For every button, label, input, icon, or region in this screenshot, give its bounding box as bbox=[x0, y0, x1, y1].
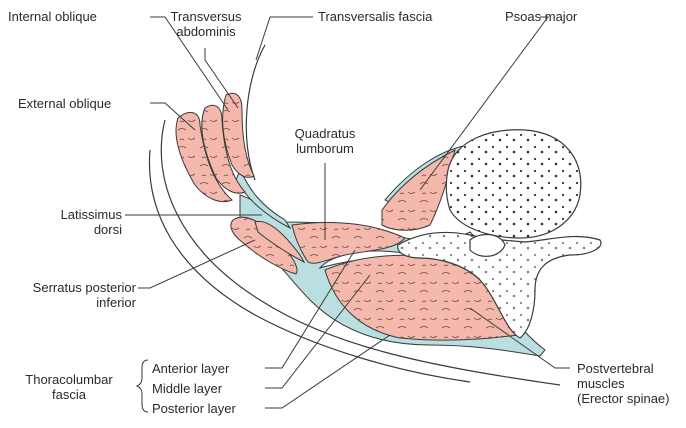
label-thoracolumbar-line2: fascia bbox=[14, 387, 124, 402]
label-postvertebral-line2: muscles bbox=[577, 376, 669, 391]
leader-posterior-layer bbox=[265, 335, 390, 408]
label-serratus-line2: inferior bbox=[4, 295, 136, 310]
label-latissimus-line1: Latissimus bbox=[40, 207, 122, 222]
label-middle-layer: Middle layer bbox=[152, 381, 222, 396]
thoracolumbar-brace bbox=[137, 360, 148, 412]
label-latissimus-dorsi: Latissimus dorsi bbox=[40, 207, 122, 237]
label-transversalis-fascia: Transversalis fascia bbox=[318, 9, 432, 24]
label-thoracolumbar-fascia: Thoracolumbar fascia bbox=[14, 372, 124, 402]
label-postvertebral-line1: Postvertebral bbox=[577, 361, 669, 376]
label-quadratus-line1: Quadratus bbox=[285, 126, 365, 141]
label-anterior-layer: Anterior layer bbox=[152, 361, 229, 376]
label-external-oblique: External oblique bbox=[18, 96, 111, 111]
label-transversus-line1: Transversus bbox=[165, 9, 247, 24]
label-postvertebral-muscles: Postvertebral muscles (Erector spinae) bbox=[577, 361, 669, 406]
label-thoracolumbar-line1: Thoracolumbar bbox=[14, 372, 124, 387]
transversalis-curve bbox=[246, 45, 265, 180]
label-psoas-major: Psoas major bbox=[505, 9, 577, 24]
label-posterior-layer: Posterior layer bbox=[152, 401, 236, 416]
label-quadratus-lumborum: Quadratus lumborum bbox=[285, 126, 365, 156]
label-transversus-abdominis: Transversus abdominis bbox=[165, 9, 247, 39]
leader-transversalis-fascia bbox=[256, 17, 313, 60]
label-latissimus-line2: dorsi bbox=[40, 222, 122, 237]
label-postvertebral-line3: (Erector spinae) bbox=[577, 391, 669, 406]
leader-serratus bbox=[138, 240, 255, 288]
label-quadratus-line2: lumborum bbox=[285, 141, 365, 156]
label-serratus-line1: Serratus posterior bbox=[4, 280, 136, 295]
label-transversus-line2: abdominis bbox=[165, 24, 247, 39]
label-internal-oblique: Internal oblique bbox=[8, 9, 97, 24]
label-serratus-posterior-inferior: Serratus posterior inferior bbox=[4, 280, 136, 310]
